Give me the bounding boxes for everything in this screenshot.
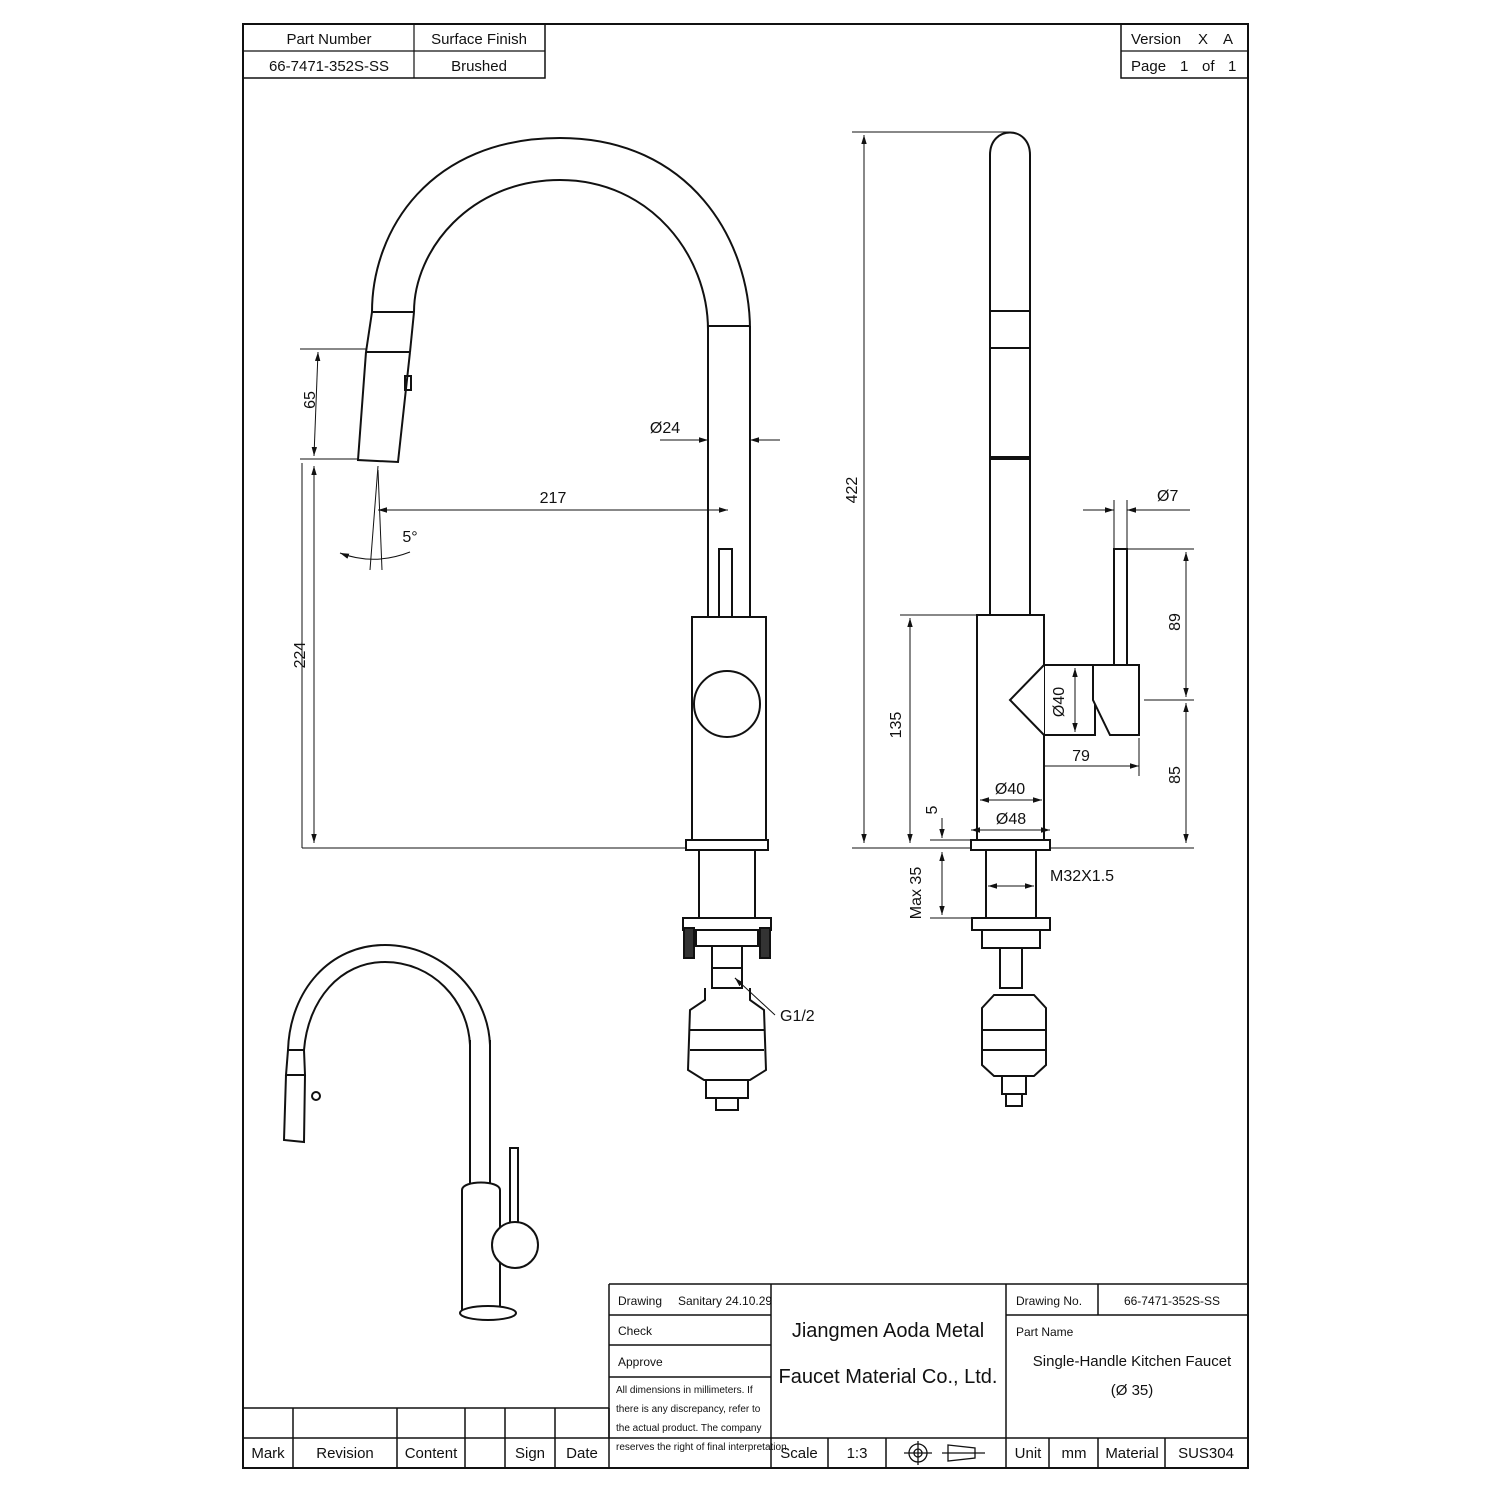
dim-thread: M32X1.5: [1050, 868, 1114, 885]
unit-value: mm: [1062, 1445, 1087, 1462]
side-view: [970, 131, 1140, 1107]
surface-finish-label: Surface Finish: [431, 31, 527, 48]
dim-handle-base: 85: [1167, 766, 1184, 784]
dim-body-dia-40: Ø40: [1051, 687, 1068, 717]
page-of: of: [1202, 58, 1215, 75]
scale-value: 1:3: [847, 1445, 868, 1462]
page-current: 1: [1180, 58, 1188, 75]
rev-header-revision: Revision: [316, 1445, 374, 1462]
rev-header-date: Date: [566, 1445, 598, 1462]
version-value-2: A: [1223, 31, 1233, 48]
drawing-label: Drawing: [618, 1294, 662, 1308]
drawing-value: Sanitary 24.10.29: [678, 1294, 772, 1308]
dim-total-height: 422: [844, 477, 861, 504]
page-label: Page: [1131, 58, 1166, 75]
title-block-grid: [243, 1283, 1248, 1468]
dim-spout-dia: Ø24: [650, 420, 680, 437]
rev-header-mark: Mark: [251, 1445, 285, 1462]
dim-base-dia-48: Ø48: [996, 811, 1026, 828]
header-version-info: Version X A Page 1 of 1: [1120, 23, 1249, 79]
version-label: Version: [1131, 31, 1181, 48]
side-view-dimensions: [852, 131, 1194, 919]
side-view-dimension-labels: 422 Ø7 89 Ø40 79 135 85 Ø40 Ø48 5 M32X1.…: [844, 477, 1184, 920]
front-view-dimension-labels: 65 Ø24 217 5° 224 G1/2: [292, 391, 815, 1025]
dim-spout-head: 65: [302, 391, 319, 409]
dim-max-deck: Max 35: [908, 867, 925, 920]
note-line-1: All dimensions in millimeters. If: [616, 1385, 753, 1396]
dim-reach: 217: [540, 490, 567, 507]
company-name-line-1: Jiangmen Aoda Metal: [792, 1320, 984, 1342]
part-name-value: Single-Handle Kitchen Faucet: [1033, 1353, 1232, 1370]
rev-header-content: Content: [405, 1445, 458, 1462]
dim-inlet-thread: G1/2: [780, 1008, 815, 1025]
front-view-dimensions: [300, 348, 780, 1016]
dim-handle-offset: 79: [1072, 748, 1090, 765]
part-name-label: Part Name: [1016, 1325, 1074, 1339]
dim-handle-dia: Ø7: [1157, 488, 1178, 505]
header-part-info: Part Number 66-7471-352S-SS Surface Fini…: [242, 23, 546, 79]
projection-symbol-icon: [904, 1441, 985, 1465]
approve-label: Approve: [618, 1355, 663, 1369]
part-number-value: 66-7471-352S-SS: [269, 58, 389, 75]
check-label: Check: [618, 1324, 653, 1338]
title-block-text: Drawing Sanitary 24.10.29 Check Approve …: [251, 1294, 1234, 1462]
perspective-view: [282, 943, 539, 1321]
dim-body-height: 135: [888, 712, 905, 739]
material-value: SUS304: [1178, 1445, 1234, 1462]
note-line-4: reserves the right of final interpretati…: [616, 1442, 789, 1453]
version-value-1: X: [1198, 31, 1208, 48]
dim-base-dia-40: Ø40: [995, 781, 1025, 798]
company-name-line-2: Faucet Material Co., Ltd.: [779, 1366, 998, 1388]
part-name-sub: (Ø 35): [1111, 1382, 1154, 1399]
drawing-no-value: 66-7471-352S-SS: [1124, 1294, 1220, 1308]
page-total: 1: [1228, 58, 1236, 75]
dim-base-thk: 5: [924, 805, 941, 814]
surface-finish-value: Brushed: [451, 58, 507, 75]
note-line-2: there is any discrepancy, refer to: [616, 1404, 761, 1415]
sheet-border: [242, 23, 1249, 1469]
material-label: Material: [1105, 1445, 1158, 1462]
scale-label: Scale: [780, 1445, 818, 1462]
drawing-no-label: Drawing No.: [1016, 1294, 1082, 1308]
dim-spout-height: 224: [292, 642, 309, 669]
rev-header-sign: Sign: [515, 1445, 545, 1462]
dim-angle: 5°: [402, 529, 417, 546]
dim-handle-len: 89: [1167, 613, 1184, 631]
unit-label: Unit: [1015, 1445, 1043, 1462]
note-line-3: the actual product. The company: [616, 1423, 761, 1434]
part-number-label: Part Number: [286, 31, 371, 48]
front-view: [356, 136, 772, 1111]
